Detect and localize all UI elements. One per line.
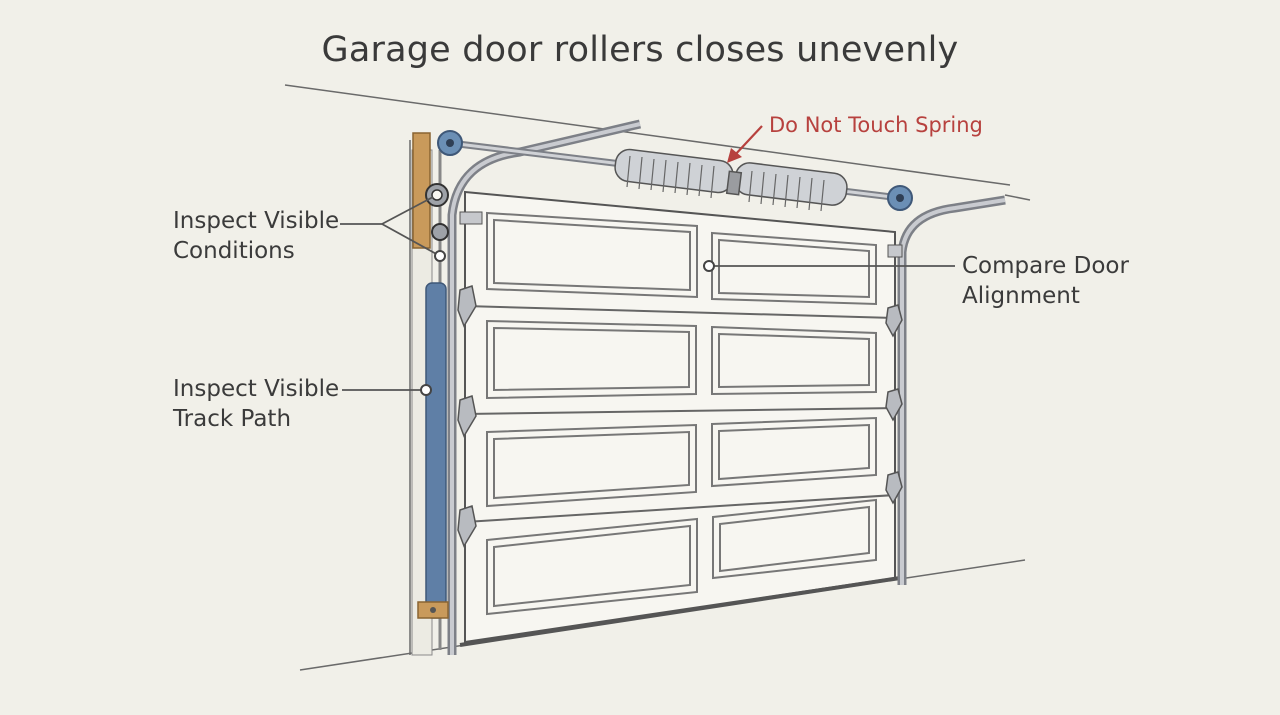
callout-track-line1: Inspect Visible: [173, 376, 340, 402]
warning-arrow: [727, 125, 763, 163]
track-path-highlight: [425, 282, 447, 619]
callout-conditions-line1: Inspect Visible: [173, 208, 340, 234]
callout-conditions-line2: Conditions: [173, 238, 295, 264]
callout-track: Inspect Visible Track Path: [173, 374, 339, 434]
callout-track-line2: Track Path: [173, 406, 292, 432]
callout-alignment: Compare Door Alignment: [962, 251, 1129, 311]
callout-alignment-line1: Compare Door: [962, 253, 1129, 279]
callout-conditions: Inspect Visible Conditions: [173, 206, 339, 266]
top-rollers: [425, 183, 903, 258]
door-hinges: [457, 285, 903, 548]
callout-leaders: [340, 196, 955, 391]
callout-alignment-line2: Alignment: [962, 283, 1080, 309]
spring-warning-label: Do Not Touch Spring: [769, 113, 983, 137]
page-title: Garage door rollers closes unevenly: [321, 30, 959, 70]
callout-dots: [420, 250, 715, 396]
garage-door: [459, 190, 901, 647]
torsion-spring: [614, 148, 848, 212]
